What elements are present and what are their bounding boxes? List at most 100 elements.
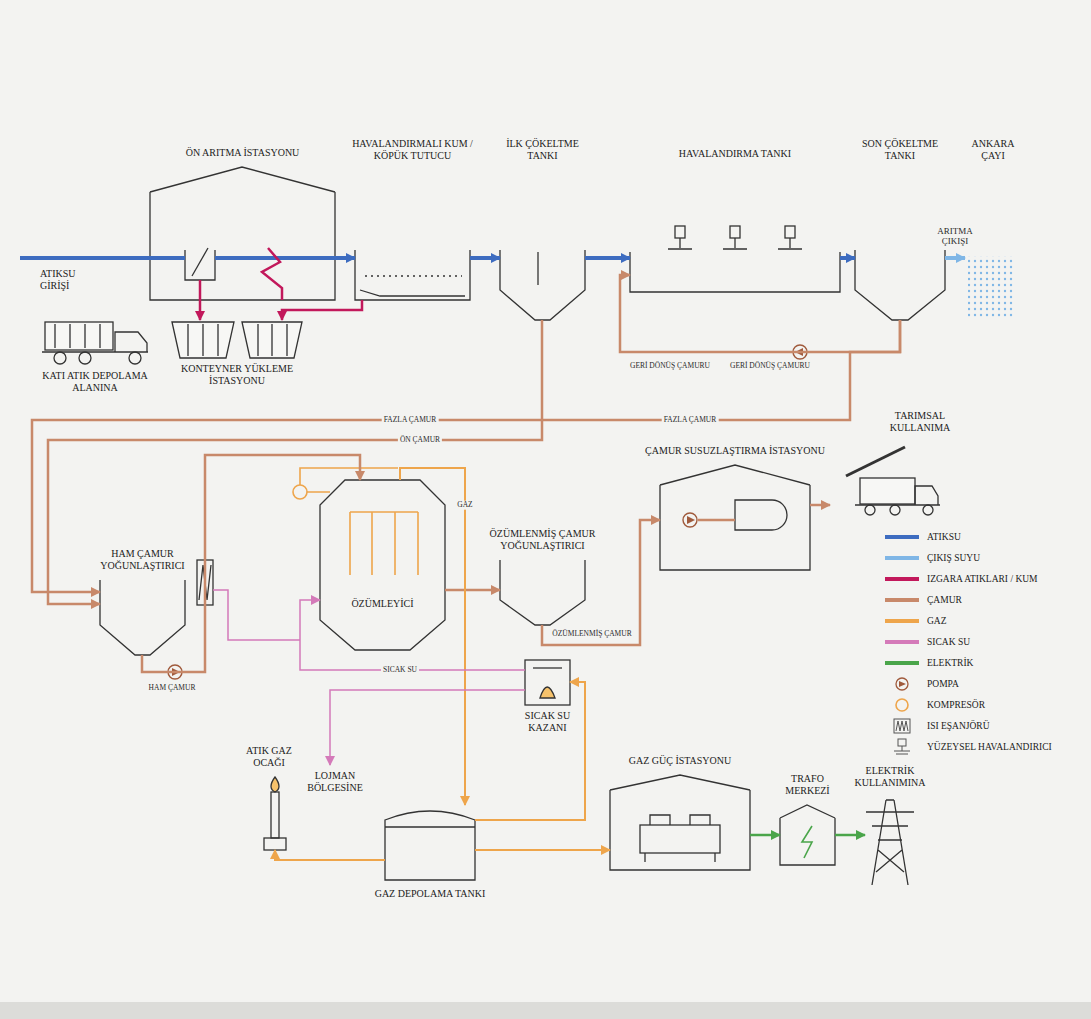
legend-row: ATIKSU: [885, 526, 1077, 547]
legend-sample: [885, 570, 919, 588]
flow-label: ÖN ÇAMUR: [398, 436, 442, 445]
grit-tank: HAVALANDIRMALI KUM / KÖPÜK TUTUCU: [355, 250, 470, 300]
node-label: GAZ GÜÇ İSTASYONU: [605, 755, 755, 767]
transformer: TRAFO MERKEZİ: [780, 805, 835, 865]
legend-row: GAZ: [885, 610, 1077, 631]
node-label: ÇAMUR SUSUZLAŞTIRMA İSTASYONU: [620, 445, 850, 457]
flow-connector: [335, 256, 355, 260]
settling-tank: SON ÇÖKELTME TANKI: [855, 250, 945, 320]
legend-sample: [885, 696, 919, 714]
legend-sample: [885, 549, 919, 567]
legend-text: POMPA: [927, 679, 1077, 689]
legend-symbol: [885, 717, 919, 735]
flow-connector: [282, 300, 362, 320]
flow-label: GAZ: [455, 501, 474, 510]
legend-swatch: [885, 661, 919, 665]
legend-symbol: [885, 738, 919, 756]
node-label: SON ÇÖKELTME TANKI: [853, 138, 948, 162]
node-label: HAVALANDIRMALI KUM / KÖPÜK TUTUCU: [345, 138, 480, 162]
river: ANKARA ÇAYI: [965, 250, 1015, 320]
node-label: GAZ DEPOLAMA TANKI: [355, 888, 505, 900]
legend-symbol: [885, 696, 919, 714]
legend-text: ELEKTRİK: [927, 658, 1077, 668]
flow-connector: [475, 849, 610, 851]
building: ÖN ARITMA İSTASYONU: [150, 165, 335, 300]
node-label: İLK ÇÖKELTME TANKI: [495, 138, 590, 162]
thickener: HAM ÇAMUR YOĞUNLAŞTIRICI: [100, 580, 185, 655]
flow-label: HAM ÇAMUR: [147, 684, 198, 693]
legend-row: SICAK SU: [885, 631, 1077, 652]
node-label: TARIMSAL KULLANIMA: [875, 410, 965, 434]
legend-swatch: [885, 598, 919, 602]
flow-label: ARITMA ÇIKIŞI: [928, 226, 982, 247]
flow-connector: [945, 256, 965, 260]
flow-connector: [330, 690, 525, 765]
gas-flare: ATIK GAZ OCAĞI: [262, 775, 288, 850]
node-label: LOJMAN BÖLGESİNE: [300, 770, 370, 794]
container-station: KONTEYNER YÜKLEME İSTASYONU: [172, 320, 302, 358]
legend-text: ÇAMUR: [927, 595, 1077, 605]
legend-text: IZGARA ATIKLARI / KUM: [927, 574, 1077, 584]
flow-connector: [750, 834, 780, 837]
node-label: KONTEYNER YÜKLEME İSTASYONU: [167, 363, 307, 387]
flow-connector: [585, 256, 630, 260]
node-label: ÖN ARITMA İSTASYONU: [153, 147, 333, 159]
node-label: ÖZÜMLEYİCİ: [333, 598, 433, 610]
flow-connector: [835, 834, 865, 837]
destination-label: LOJMAN BÖLGESİNE: [300, 765, 370, 800]
legend-row: ISI EŞANJÖRÜ: [885, 715, 1077, 736]
legend-text: ÇIKIŞ SUYU: [927, 553, 1077, 563]
node-label: HAVALANDIRMA TANKI: [650, 148, 820, 160]
building: ÇAMUR SUSUZLAŞTIRMA İSTASYONU: [660, 465, 810, 570]
truck: TARIMSAL KULLANIMA: [830, 440, 940, 515]
settling-tank: İLK ÇÖKELTME TANKI: [500, 250, 585, 320]
legend-sample: [885, 528, 919, 546]
gas-tank: GAZ DEPOLAMA TANKI: [385, 805, 475, 880]
power-pylon: ELEKTRİK KULLANIMINA: [865, 795, 915, 885]
flow-connector: [400, 468, 465, 805]
legend-symbol: [885, 675, 919, 693]
node-label: ELEKTRİK KULLANIMINA: [848, 765, 932, 789]
legend-row: YÜZEYSEL HAVALANDIRICI: [885, 736, 1077, 757]
legend-row: KOMPRESÖR: [885, 694, 1077, 715]
thickener: ÖZÜMLENMİŞ ÇAMUR YOĞUNLAŞTIRICI: [500, 560, 585, 625]
node-label: SICAK SU KAZANI: [518, 710, 578, 734]
flow-connector: [199, 300, 202, 320]
legend-sample: [885, 591, 919, 609]
flow-connector: [470, 256, 500, 260]
truck: KATI ATIK DEPOLAMA ALANINA: [40, 315, 150, 365]
flow-connector: [48, 320, 542, 604]
node-label: ATIK GAZ OCAĞI: [237, 745, 301, 769]
legend-text: SICAK SU: [927, 637, 1077, 647]
digester: ÖZÜMLEYİCİ: [320, 480, 445, 650]
node-label: KATI ATIK DEPOLAMA ALANINA: [30, 370, 160, 394]
legend-swatch: [885, 619, 919, 623]
legend-sample: [885, 717, 919, 735]
flow-connector: [810, 504, 830, 507]
boiler: SICAK SU KAZANI: [525, 660, 570, 705]
flow-connector: [840, 256, 855, 260]
legend-row: ÇIKIŞ SUYU: [885, 547, 1077, 568]
legend-sample: [885, 654, 919, 672]
flow-label: SICAK SU: [381, 666, 419, 675]
legend-sample: [885, 612, 919, 630]
flow-label: FAZLA ÇAMUR: [382, 416, 439, 425]
legend: ATIKSU ÇIKIŞ SUYU IZGARA ATIKLARI / KUM ÇAM…: [885, 526, 1077, 757]
node-label: TRAFO MERKEZİ: [777, 773, 839, 797]
legend-row: POMPA: [885, 673, 1077, 694]
node-label: ANKARA ÇAYI: [963, 138, 1023, 162]
legend-swatch: [885, 577, 919, 581]
legend-text: KOMPRESÖR: [927, 700, 1077, 710]
flow-label: GERİ DÖNÜŞ ÇAMURU: [628, 362, 712, 371]
flow-connector: [620, 275, 900, 352]
legend-text: YÜZEYSEL HAVALANDIRICI: [927, 742, 1077, 752]
legend-row: ELEKTRİK: [885, 652, 1077, 673]
legend-text: ISI EŞANJÖRÜ: [927, 721, 1077, 731]
legend-sample: [885, 738, 919, 756]
legend-row: ÇAMUR: [885, 589, 1077, 610]
legend-sample: [885, 675, 919, 693]
legend-sample: [885, 633, 919, 651]
aeration-tank: HAVALANDIRMA TANKI: [630, 252, 840, 292]
flow-connector: [300, 600, 525, 670]
